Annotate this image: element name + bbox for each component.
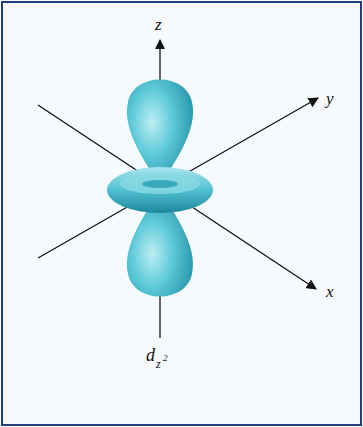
torus-top bbox=[120, 174, 200, 194]
axes bbox=[38, 40, 318, 338]
orbital-subscript: z bbox=[156, 358, 161, 370]
torus-ring bbox=[107, 167, 213, 213]
torus-hole bbox=[142, 180, 178, 188]
orbital-name: d bbox=[146, 346, 155, 364]
axis-label: y bbox=[326, 90, 334, 107]
axis-label: z bbox=[155, 16, 162, 33]
axis-label: x bbox=[326, 283, 334, 300]
orbital-superscript: 2 bbox=[163, 354, 168, 363]
